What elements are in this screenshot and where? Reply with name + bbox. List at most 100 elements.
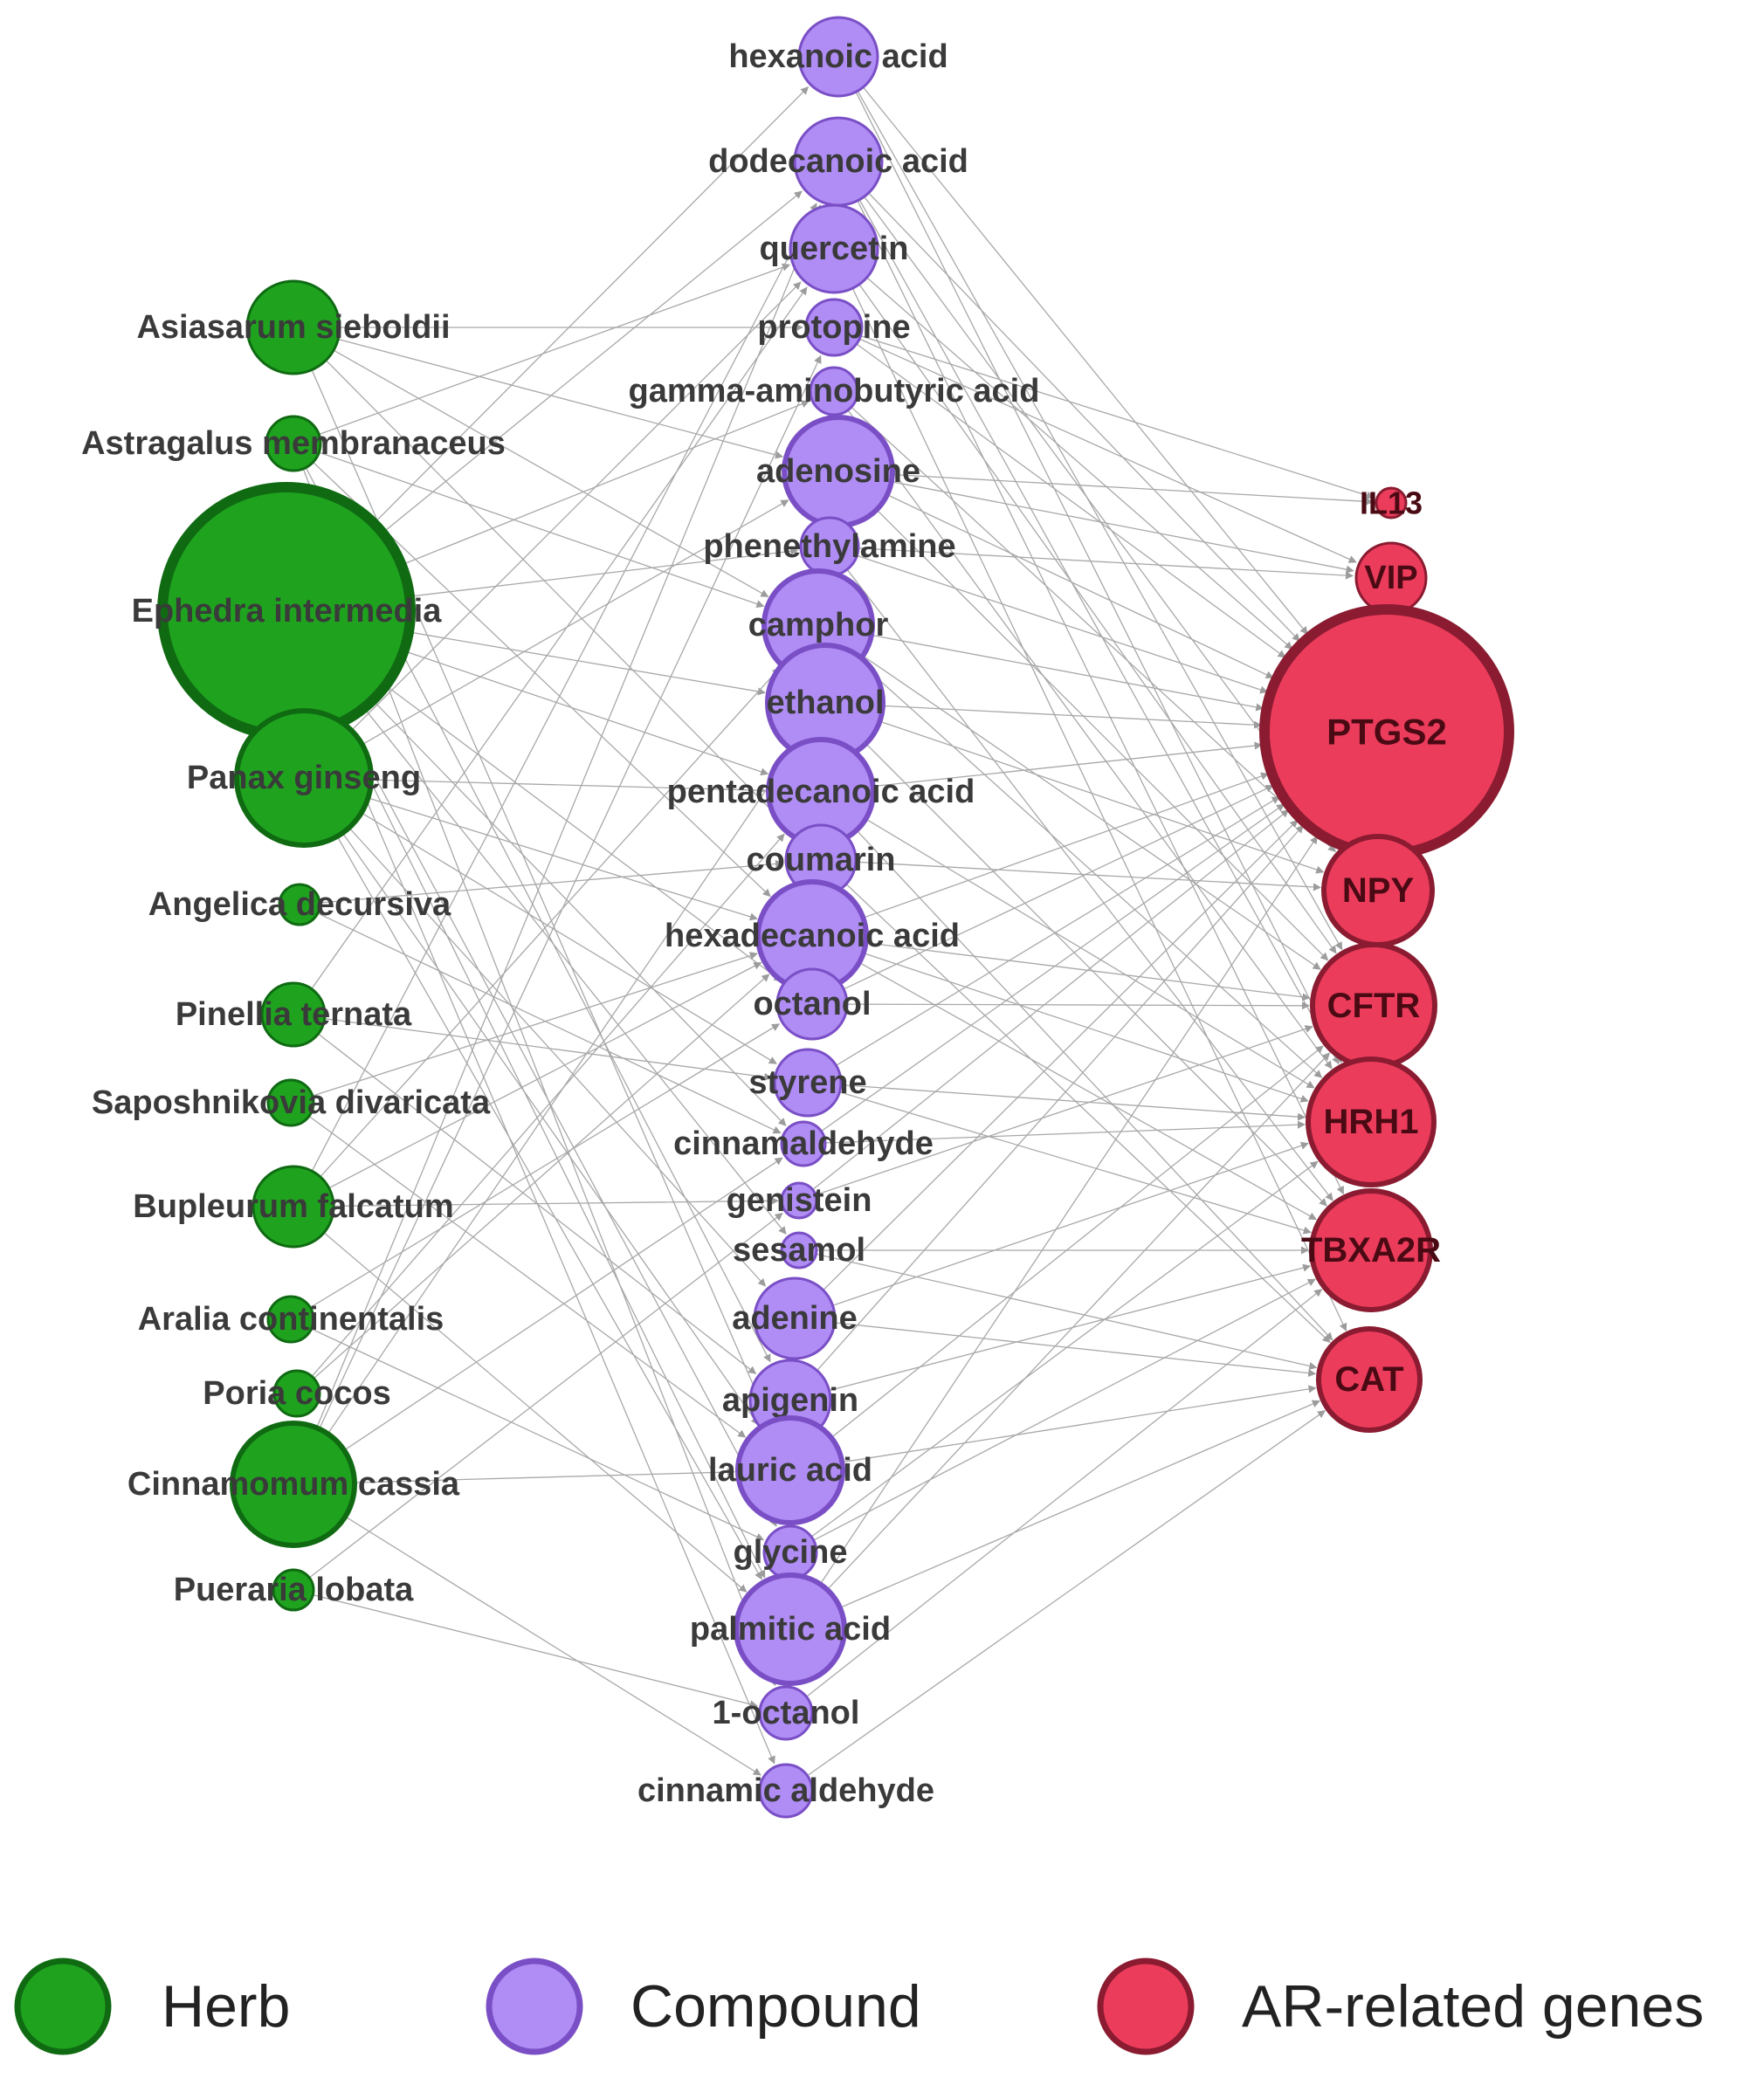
edge-herb-compound: [309, 1023, 781, 1309]
gene-label: NPY: [1342, 871, 1415, 910]
herb-node-pinellia-ternata[interactable]: Pinellia ternata: [176, 981, 412, 1048]
gene-node-tbxa2r[interactable]: TBXA2R: [1301, 1188, 1441, 1312]
gene-label: TBXA2R: [1301, 1231, 1441, 1270]
edge-compound-gene: [892, 473, 1374, 506]
compound-node-glycine[interactable]: glycine: [734, 1524, 848, 1580]
edge-compound-gene: [829, 1263, 1312, 1392]
gene-circle: [1309, 1188, 1433, 1312]
edge-compound-gene: [863, 952, 1309, 1103]
compound-node-protopine[interactable]: protopine: [757, 298, 911, 357]
legend-item-herb: Herb: [14, 1958, 290, 2055]
compound-node-gamma-aminobutyric-acid[interactable]: gamma-aminobutyric acid: [629, 366, 1040, 416]
edge-herb-compound: [401, 400, 810, 566]
edge-compound-gene: [832, 1141, 1309, 1306]
edge-compound-gene: [810, 1160, 1319, 1538]
gene-node-il13[interactable]: IL13: [1360, 485, 1423, 521]
edge-herb-compound: [333, 1196, 779, 1208]
herb-node-aralia-continentalis[interactable]: Aralia continentalis: [138, 1295, 444, 1344]
edge-compound-gene: [857, 200, 1344, 1195]
compound-circle: [775, 967, 849, 1041]
compound-node-hexanoic-acid[interactable]: hexanoic acid: [728, 16, 948, 98]
gene-circle: [1306, 1056, 1437, 1187]
edge-herb-compound: [370, 779, 766, 795]
gene-node-ptgs2[interactable]: PTGS2: [1259, 604, 1514, 859]
edge-compound-gene: [839, 1400, 1320, 1608]
edge-layer: [302, 86, 1375, 1777]
edge-herb-compound: [317, 912, 782, 1134]
edge-compound-gene: [813, 1278, 1316, 1541]
gene-node-vip[interactable]: VIP: [1354, 541, 1428, 615]
edge-compound-gene: [886, 494, 1274, 678]
compound-label: hexanoic acid: [728, 38, 947, 75]
compound-node-ethanol[interactable]: ethanol: [765, 643, 885, 763]
edge-herb-compound: [319, 354, 822, 1429]
edge-herb-compound: [313, 1593, 758, 1709]
compound-label: adenosine: [756, 453, 920, 490]
compound-node-dodecanoic-acid[interactable]: dodecanoic acid: [708, 116, 968, 207]
compound-node-adenosine[interactable]: adenosine: [756, 415, 920, 528]
edge-compound-gene: [847, 409, 1333, 1070]
edge-herb-compound: [313, 974, 770, 1380]
edge-herb-compound: [351, 281, 802, 732]
compound-node-sesamol[interactable]: sesamol: [733, 1231, 865, 1270]
edge-compound-gene: [819, 836, 1318, 1585]
gene-node-cftr[interactable]: CFTR: [1310, 942, 1437, 1070]
compound-label: ethanol: [766, 685, 884, 721]
compound-node-coumarin[interactable]: coumarin: [746, 823, 896, 897]
legend-herb-label: Herb: [162, 1973, 290, 2040]
edge-compound-gene: [858, 547, 1354, 580]
compound-node-palmitic-acid[interactable]: palmitic acid: [690, 1572, 891, 1686]
edge-compound-gene: [851, 406, 1337, 853]
compound-label: phenethylamine: [703, 528, 955, 565]
compound-node-1-octanol[interactable]: 1-octanol: [713, 1685, 860, 1741]
edge-herb-compound: [354, 1468, 735, 1483]
gene-node-hrh1[interactable]: HRH1: [1306, 1056, 1437, 1187]
gene-circle: [1375, 486, 1408, 520]
compound-node-phenethylamine[interactable]: phenethylamine: [703, 516, 956, 577]
edge-compound-gene: [823, 819, 1299, 1291]
herb-node-astragalus-membranaceus[interactable]: Astragalus membranaceus: [81, 415, 506, 472]
edge-compound-gene: [826, 1052, 1331, 1591]
compound-node-hexadecanoic-acid[interactable]: hexadecanoic acid: [665, 879, 960, 993]
herb-node-saposhnikovia-divaricata[interactable]: Saposhnikovia divaricata: [92, 1078, 491, 1127]
herb-node-cinnamomum-cassia[interactable]: Cinnamomum cassia: [127, 1421, 460, 1548]
herb-node-angelica-decursiva[interactable]: Angelica decursiva: [148, 883, 451, 926]
herb-circle: [266, 1078, 315, 1127]
compound-node-cinnamaldehyde[interactable]: cinnamaldehyde: [673, 1120, 934, 1167]
edge-herb-compound: [308, 1115, 747, 1438]
edge-herb-compound: [312, 952, 758, 1097]
herb-circle: [272, 1568, 315, 1612]
compound-label: cinnamaldehyde: [673, 1125, 934, 1162]
edge-compound-gene: [858, 284, 1337, 954]
compound-label: 1-octanol: [713, 1695, 860, 1731]
compound-node-quercetin[interactable]: quercetin: [759, 203, 909, 294]
edge-compound-gene: [872, 741, 1263, 788]
herb-node-ephedra-intermedia[interactable]: Ephedra intermedia: [132, 482, 443, 740]
herb-label: Cinnamomum cassia: [127, 1466, 460, 1503]
edge-compound-gene: [839, 1091, 1312, 1235]
compound-node-pentadecanoic-acid[interactable]: pentadecanoic acid: [667, 737, 975, 847]
herb-label: Aralia continentalis: [138, 1301, 444, 1338]
edge-compound-gene: [821, 803, 1285, 1132]
herb-node-asiasarum-sieboldii[interactable]: Asiasarum sieboldii: [136, 279, 451, 375]
edge-herb-compound: [338, 338, 784, 459]
herb-node-bupleurum-falcatum[interactable]: Bupleurum falcatum: [133, 1165, 454, 1249]
edge-compound-gene: [842, 1385, 1317, 1463]
gene-node-cat[interactable]: CAT: [1316, 1326, 1423, 1433]
compound-node-styrene[interactable]: styrene: [748, 1048, 867, 1118]
herb-node-pueraria-lobata[interactable]: Pueraria lobata: [174, 1568, 414, 1612]
herb-node-panax-ginseng[interactable]: Panax ginseng: [187, 708, 421, 848]
compound-node-genistein[interactable]: genistein: [727, 1181, 872, 1220]
compound-label: dodecanoic acid: [708, 143, 968, 180]
edge-compound-gene: [866, 277, 1293, 650]
herb-node-poria-cocos[interactable]: Poria cocos: [203, 1369, 391, 1418]
edge-compound-gene: [856, 829, 1333, 1341]
edge-compound-gene: [868, 192, 1300, 642]
compound-node-adenine[interactable]: adenine: [732, 1276, 858, 1360]
compound-node-cinnamic-aldehyde[interactable]: cinnamic aldehyde: [637, 1763, 934, 1819]
edge-compound-gene: [855, 91, 1342, 1063]
compound-node-octanol[interactable]: octanol: [753, 967, 872, 1041]
compound-label: octanol: [753, 986, 871, 1022]
gene-node-npy[interactable]: NPY: [1321, 834, 1435, 947]
compound-node-lauric-acid[interactable]: lauric acid: [708, 1415, 872, 1525]
